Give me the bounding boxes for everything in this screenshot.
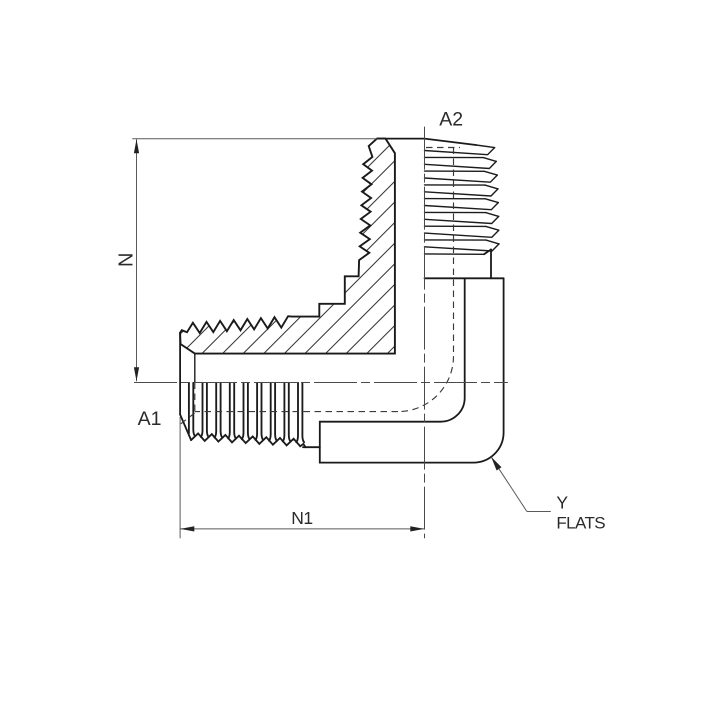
svg-text:N: N: [115, 253, 137, 267]
svg-text:Y: Y: [556, 493, 568, 513]
svg-text:FLATS: FLATS: [556, 513, 605, 532]
svg-text:A1: A1: [138, 408, 162, 430]
svg-text:N1: N1: [291, 508, 312, 528]
svg-text:A2: A2: [439, 108, 463, 130]
